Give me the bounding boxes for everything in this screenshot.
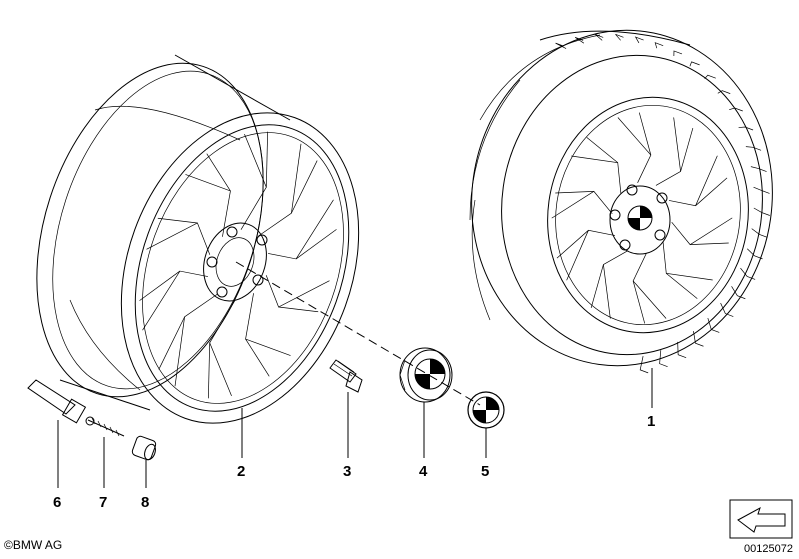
spoke: [245, 293, 291, 356]
tread-mark: [746, 248, 763, 260]
callout-1: 1: [647, 413, 655, 430]
brand-name: BMW AG: [12, 538, 63, 552]
callout-7: 7: [99, 494, 107, 511]
spoke: [566, 229, 616, 281]
wheel-with-tyre-part-1[interactable]: [450, 11, 794, 385]
valve-part-6[interactable]: [27, 379, 87, 424]
spoke: [555, 191, 594, 194]
spoke: [267, 199, 334, 260]
spoke: [632, 253, 667, 319]
bmw-roundel-icon[interactable]: [467, 391, 505, 429]
copyright: ©BMW AG: [4, 538, 62, 552]
wheel-bolt-part-3[interactable]: [329, 359, 363, 393]
spoke: [209, 300, 236, 397]
callout-8: 8: [141, 494, 149, 511]
spoke: [265, 131, 268, 188]
spoke: [265, 275, 330, 308]
tread-mark: [639, 356, 649, 374]
spoke: [245, 338, 270, 377]
callout-2: 2: [237, 463, 245, 480]
spoke: [695, 177, 728, 206]
tread-mark: [574, 37, 585, 44]
spoke: [295, 229, 337, 260]
callout-6: 6: [53, 494, 61, 511]
spoke: [655, 117, 681, 186]
tread-mark: [729, 107, 743, 112]
tread-mark: [740, 267, 756, 280]
tread-mark: [689, 61, 700, 67]
spoke: [666, 273, 698, 299]
tread-mark: [750, 166, 767, 172]
callout-4: 4: [419, 463, 428, 480]
copyright-symbol: ©: [4, 538, 13, 552]
spoke: [668, 155, 718, 207]
tread-mark: [673, 50, 683, 56]
valve-cap-part-8[interactable]: [131, 435, 157, 461]
assembly-line: [235, 261, 481, 406]
spoke: [185, 174, 231, 237]
spoke: [632, 280, 646, 324]
spoke: [586, 137, 618, 163]
spoke: [240, 133, 267, 230]
spoke: [662, 242, 713, 281]
spoke: [680, 127, 694, 172]
spoke: [291, 160, 318, 214]
hub-cap-part-4[interactable]: [399, 347, 453, 403]
tread-mark: [659, 350, 668, 367]
valve-core-part-7[interactable]: [85, 416, 125, 437]
spoke: [157, 217, 198, 224]
spoke: [617, 117, 652, 183]
spoke: [690, 242, 729, 245]
arrow-icon[interactable]: [729, 499, 793, 539]
tread-mark: [753, 207, 770, 216]
tread-mark: [634, 36, 644, 44]
tread-mark: [717, 90, 731, 94]
tread-mark: [707, 317, 720, 333]
tread-mark: [738, 126, 754, 131]
spoke: [206, 153, 231, 192]
tread-mark: [720, 302, 734, 317]
spoke: [551, 190, 613, 219]
tread-mark: [677, 341, 687, 359]
callout-5: 5: [481, 463, 489, 480]
spoke: [208, 342, 211, 399]
diagram-number: 00125072: [744, 543, 793, 555]
spoke: [139, 270, 181, 301]
spoke: [146, 222, 211, 255]
spoke: [278, 306, 319, 313]
spoke: [671, 217, 733, 246]
spoke: [556, 230, 589, 259]
tread-mark: [731, 286, 746, 300]
rim-part-2[interactable]: [0, 34, 400, 457]
leader-lines: [57, 368, 653, 488]
spoke: [638, 112, 652, 156]
callout-3: 3: [343, 463, 351, 480]
tread-mark: [594, 34, 604, 41]
tread-mark: [751, 228, 768, 238]
spoke: [571, 155, 622, 194]
spoke: [603, 250, 629, 319]
tread-mark: [654, 42, 664, 49]
spoke: [142, 270, 209, 331]
tread-mark: [704, 74, 716, 79]
tread-mark: [745, 146, 762, 151]
tread-mark: [753, 186, 770, 194]
tread-mark: [693, 331, 704, 347]
tread-mark: [615, 33, 624, 41]
spoke: [158, 316, 185, 370]
spoke: [590, 264, 604, 309]
tread-mark: [555, 42, 567, 49]
